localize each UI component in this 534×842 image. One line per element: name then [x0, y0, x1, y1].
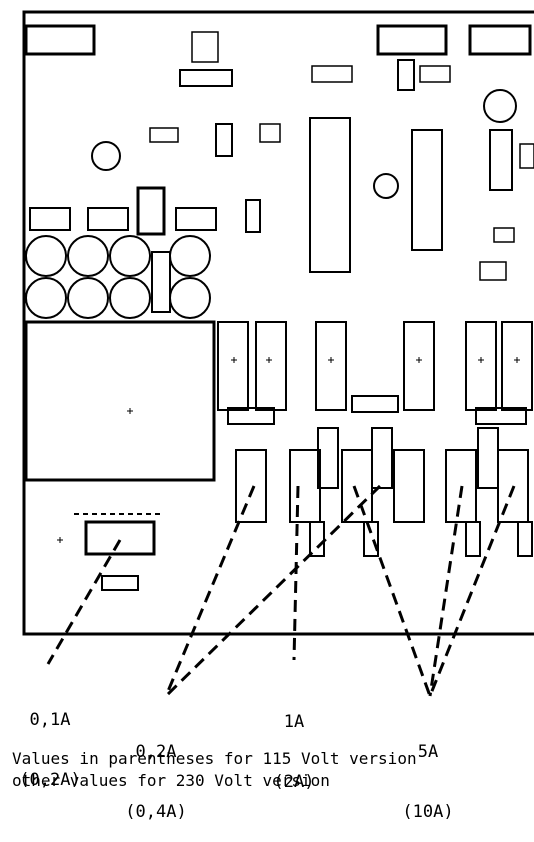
board-outline — [22, 10, 534, 636]
fuse-value: 0,1A — [29, 710, 71, 730]
fuse-alt-value: (0,4A) — [125, 802, 187, 822]
fuse-label-5a: 5A (10A) — [388, 702, 468, 842]
fuse-alt-value: (10A) — [402, 802, 454, 822]
note-line-2: other values for 230 Volt version — [12, 771, 330, 790]
fuse-label-1a: 1A (2A) — [254, 672, 334, 812]
fuse-value: 1A — [283, 712, 305, 732]
fuse-alt-value: (2A) — [273, 772, 315, 792]
fuse-value: 0,2A — [135, 742, 177, 762]
fuse-alt-value: (0,2A) — [19, 770, 81, 790]
note-line-1: Values in parentheses for 115 Volt versi… — [12, 749, 417, 768]
fuse-value: 5A — [417, 742, 439, 762]
fuse-label-0-1a: 0,1A (0,2A) — [10, 670, 90, 810]
pointer-lines — [46, 484, 516, 698]
pcb-layout — [22, 10, 534, 698]
